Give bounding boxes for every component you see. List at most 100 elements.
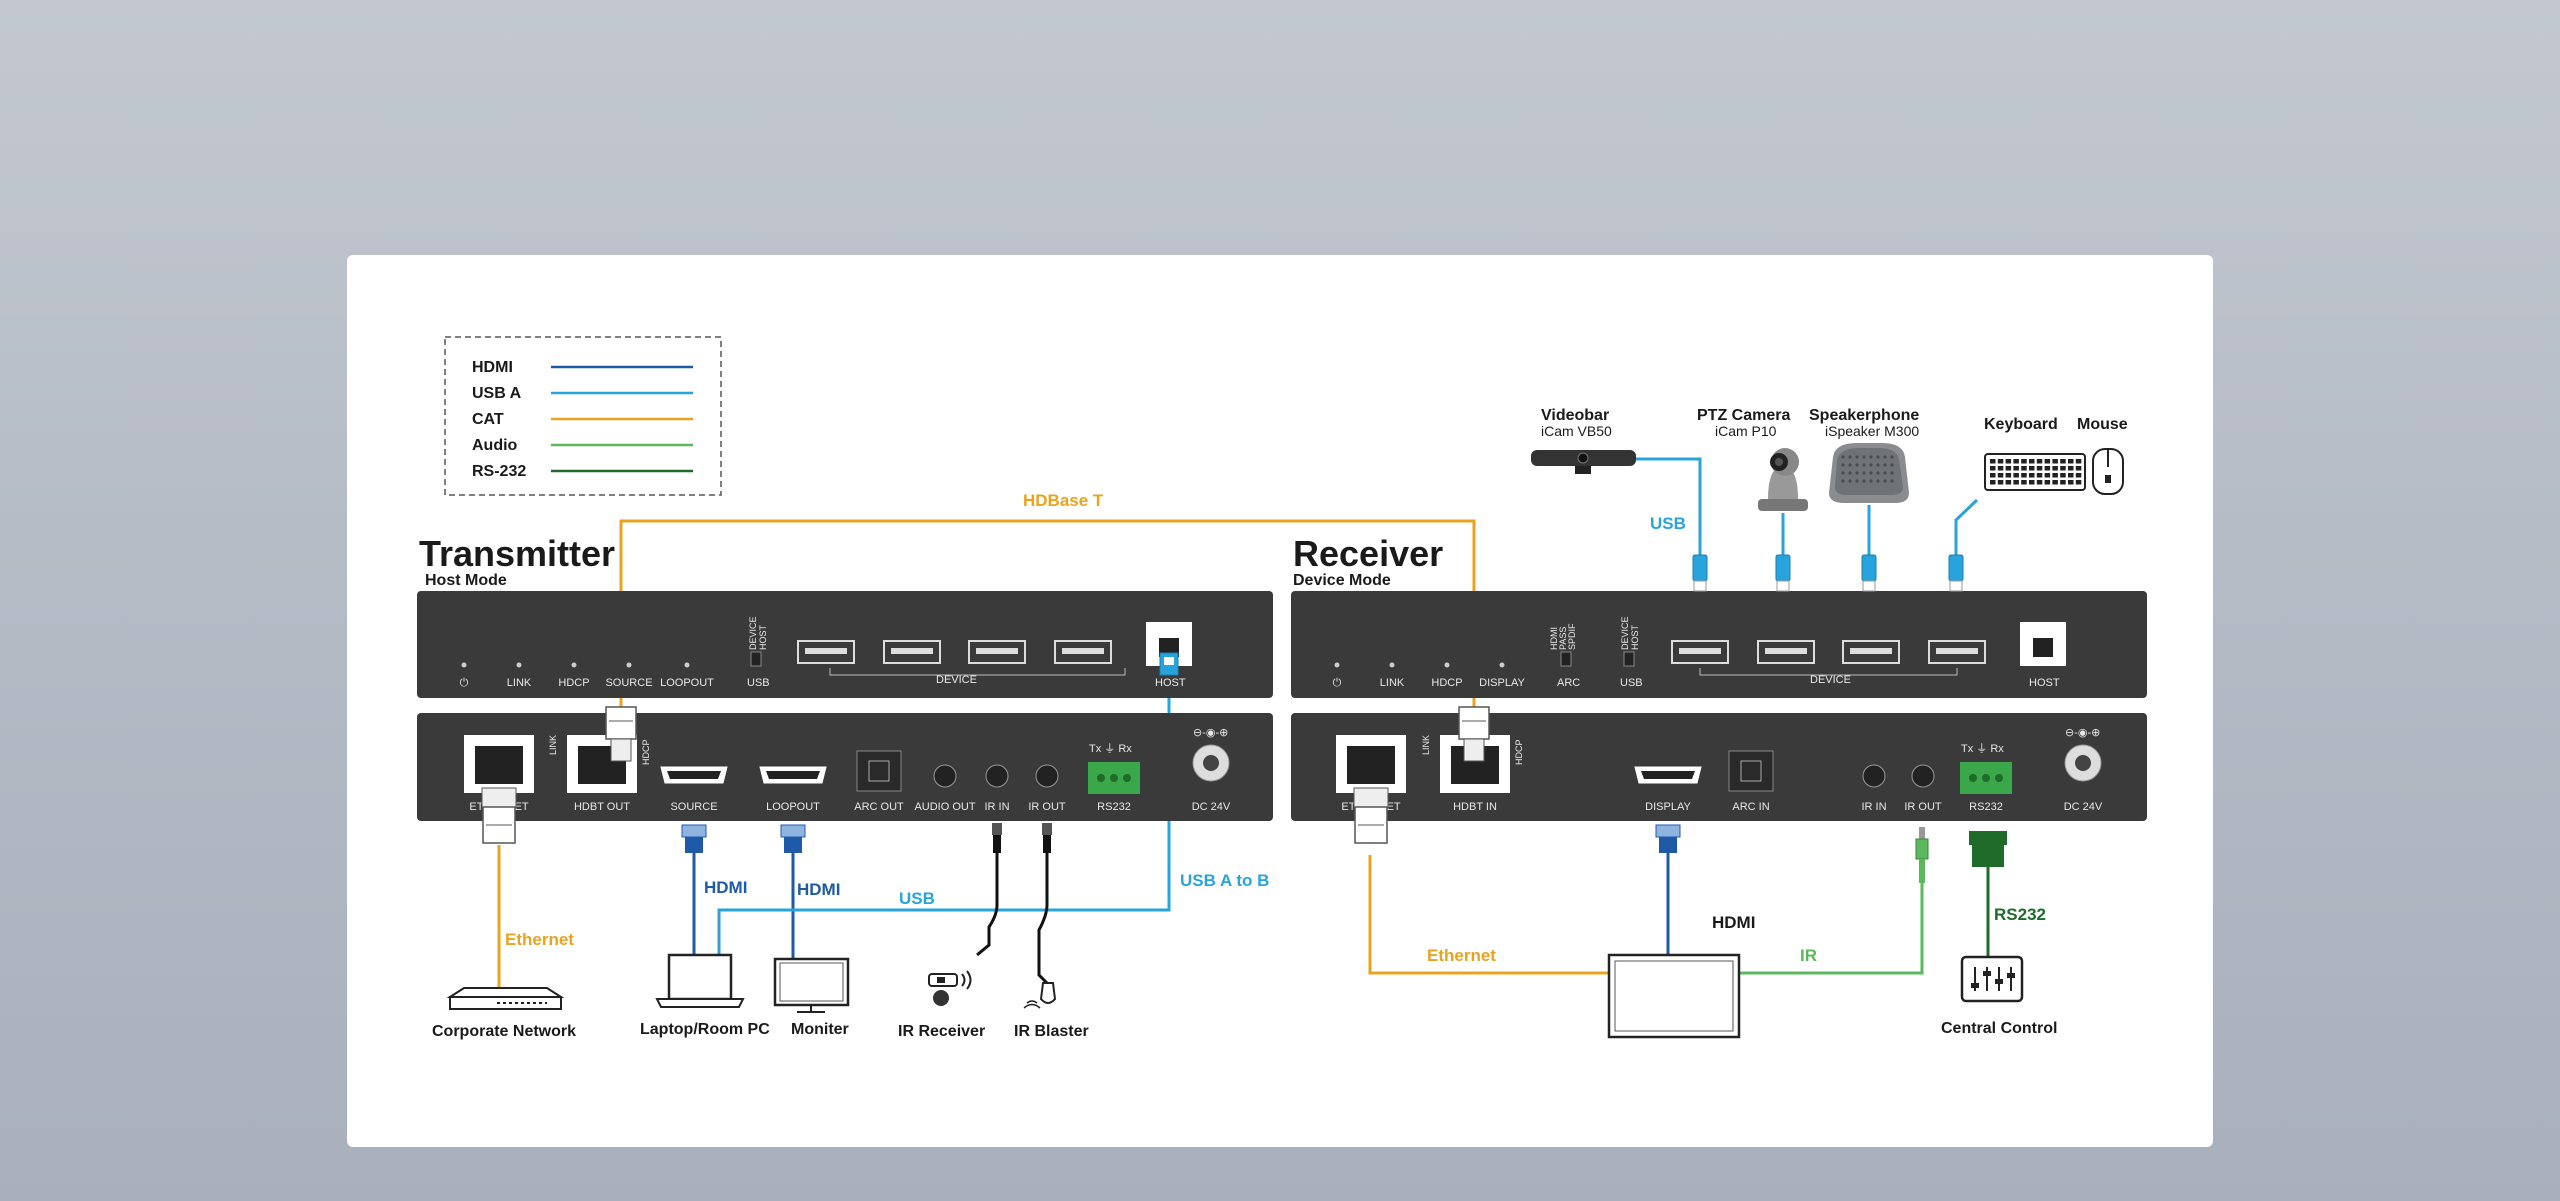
rx-ir-in-jack[interactable] [1862, 764, 1886, 788]
legend-label: USB A [472, 385, 522, 402]
keyboard-key [2052, 466, 2058, 471]
mouse-device [2092, 448, 2124, 495]
keyboard-key [2029, 480, 2035, 485]
rx-ir-out-jack[interactable] [1911, 764, 1935, 788]
keyboard-key [2013, 466, 2019, 471]
mouse-label: Mouse [2077, 416, 2128, 433]
usb-a-plug-tip [1776, 580, 1790, 592]
keyboard-key [2036, 459, 2043, 464]
tx-led-label: ⏻ [460, 677, 469, 689]
ptz-camera-name: PTZ Camera [1697, 407, 1790, 424]
central-control-device [1960, 955, 2024, 1003]
tx-hdmi-loopout-plug [780, 824, 806, 853]
tx-usb-label: USB [747, 677, 770, 689]
tx-rear-label: LOOPOUT [766, 801, 820, 813]
rx-host-label: HOST [2029, 677, 2060, 689]
usb-a-plug [1861, 554, 1877, 582]
rx-hdmi-plug [1655, 824, 1681, 853]
rx-usb-a-port[interactable] [1928, 640, 1986, 664]
tx-front-body [417, 591, 1273, 698]
tx-arc-out-inner [868, 760, 890, 782]
rx-usb-a-tongue [1679, 648, 1721, 654]
legend-label: CAT [472, 411, 504, 428]
speakerphone-device [1829, 443, 1909, 503]
tx-usb-a-port[interactable] [883, 640, 941, 664]
tx-ethernet-port-inner [475, 746, 523, 784]
keyboard-key [2044, 473, 2051, 478]
keyboard-key [2052, 480, 2058, 485]
tx-rear-label: DC 24V [1192, 801, 1231, 813]
receiver-mode: Device Mode [1293, 572, 1391, 589]
keyboard-key [1990, 466, 1996, 471]
rx-usb-a-port[interactable] [1671, 640, 1729, 664]
tx-arc-out-port[interactable] [856, 750, 902, 792]
usb-a-plug-tip [1693, 580, 1707, 592]
tx-rs232-pin [1110, 774, 1118, 782]
rx-usb-a-port[interactable] [1842, 640, 1900, 664]
tx-hdbt-plug [605, 706, 637, 762]
keyboard-key [2021, 480, 2027, 485]
rx-usb-label: USB [1620, 677, 1643, 689]
receiver-title: Receiver [1293, 533, 1443, 574]
speaker-grille-dot [1890, 455, 1894, 459]
tx-led [461, 662, 467, 668]
tx-ir-in-jack[interactable] [985, 764, 1009, 788]
central-control-label: Central Control [1941, 1020, 2057, 1037]
tx-rear-label: ARC OUT [854, 801, 904, 813]
rx-ir-cable [1739, 883, 1924, 975]
tx-usb-a-port[interactable] [797, 640, 855, 664]
keyboard-key [1997, 473, 2004, 478]
rx-rs232-pin [1982, 774, 1990, 782]
rx-rear-label: IR OUT [1904, 801, 1942, 813]
keyboard-key [2021, 473, 2027, 478]
tx-audio-out-jack[interactable] [933, 764, 957, 788]
keyboard-key [2036, 466, 2043, 471]
rx-hdbt-plug [1458, 706, 1490, 762]
tx-usb-a-port[interactable] [968, 640, 1026, 664]
speaker-grille-dot [1841, 471, 1845, 475]
keyboard-key [2075, 473, 2082, 478]
speaker-grille-dot [1855, 471, 1859, 475]
keyboard-key [2068, 480, 2074, 485]
rx-usb-a-port[interactable] [1757, 640, 1815, 664]
rx-hdmi-display-inner [1641, 771, 1695, 779]
display-device [1607, 953, 1741, 1039]
keyboard-key [2044, 480, 2051, 485]
rx-link-label: LINK [1421, 735, 1431, 755]
rx-led-label: HDCP [1431, 677, 1462, 689]
tx-ethernet-plug [481, 787, 517, 844]
speaker-grille-dot [1841, 455, 1845, 459]
speaker-grille-dot [1876, 463, 1880, 467]
tx-usb-switch[interactable] [750, 651, 762, 667]
tx-usb-a-port[interactable] [1054, 640, 1112, 664]
rx-usb-a-tongue [1936, 648, 1978, 654]
rx-usb-a-tongue [1850, 648, 1892, 654]
videobar-model: iCam VB50 [1541, 423, 1612, 439]
rx-arc-in-port[interactable] [1728, 750, 1774, 792]
keyboard-key [2075, 459, 2082, 464]
ir-in-cable [976, 853, 999, 957]
keyboard-key [2075, 480, 2082, 485]
rx-arc-switch[interactable] [1560, 651, 1572, 667]
rx-led [1444, 662, 1450, 668]
keyboard-key [2021, 466, 2027, 471]
rx-arc-spdif: SPDIF [1567, 623, 1577, 650]
usb-label: USB [899, 889, 935, 908]
speaker-grille-dot [1862, 479, 1866, 483]
speaker-grille-dot [1848, 471, 1852, 475]
tx-led-label: LOOPOUT [660, 677, 714, 689]
rx-rs232-pin [1995, 774, 2003, 782]
usb-a-to-b-label: USB A to B [1180, 871, 1269, 890]
keyboard-key [2005, 466, 2012, 471]
tx-ir-out-jack[interactable] [1035, 764, 1059, 788]
rx-usb-switch[interactable] [1623, 651, 1635, 667]
rx-ethernet-cable [1368, 855, 1609, 975]
transmitter-mode: Host Mode [425, 572, 507, 589]
tx-usb-a-tongue [805, 648, 847, 654]
speaker-grille-dot [1848, 455, 1852, 459]
keyboard-key [1997, 459, 2004, 464]
tx-hdmi-source-inner [667, 771, 721, 779]
rx-switch-host: HOST [1630, 624, 1640, 650]
speaker-grille-dot [1841, 463, 1845, 467]
